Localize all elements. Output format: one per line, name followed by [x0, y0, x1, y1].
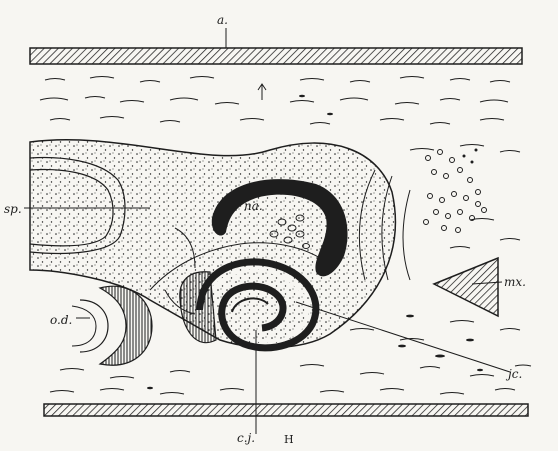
label-cj: c.j.: [237, 432, 255, 444]
cell-cluster: [424, 150, 487, 233]
label-jc: jc.: [508, 368, 522, 380]
mx-triangle: [434, 258, 498, 316]
small-arrow-icon: [258, 84, 266, 100]
bottom-epithelium: [44, 404, 528, 416]
figure-caption: H: [284, 434, 294, 445]
label-a: a.: [217, 14, 228, 26]
top-epithelium: [30, 48, 522, 64]
label-na: na.: [244, 200, 263, 212]
label-mx: mx.: [504, 276, 526, 288]
label-sp: sp.: [4, 203, 22, 215]
label-od: o.d.: [50, 314, 72, 326]
leader-jc: [296, 302, 510, 372]
